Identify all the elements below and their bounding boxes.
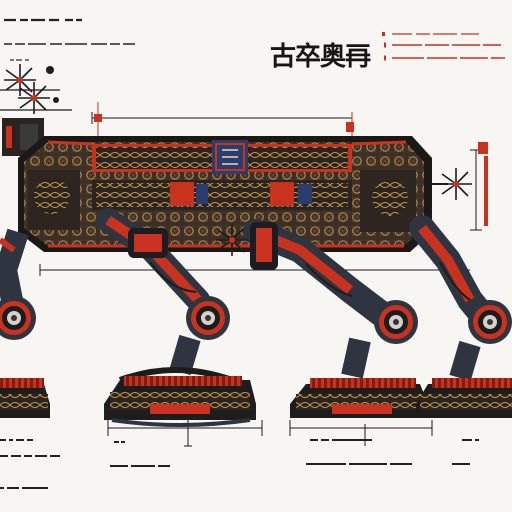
cable-swags [149,261,471,301]
left-mast-assembly [0,63,72,156]
dimension-ticks-red [94,114,488,226]
callout-scribbles-bottom [0,439,479,489]
far-left-leg [0,228,36,340]
dimension-lines [39,102,482,447]
front-left-leg [96,208,233,383]
foot-pad-mid [290,378,428,418]
mid-leg [215,219,418,379]
title-glyphs: 古卒奥𠕅 [270,42,371,72]
foot-pad-far-left [0,378,50,418]
annotation-scribbles-top-left [4,18,135,61]
annotation-scribbles-top-right [382,32,505,61]
rear-leg [409,215,512,382]
foot-pad-left [104,376,256,427]
foot-pad-right [416,378,512,418]
